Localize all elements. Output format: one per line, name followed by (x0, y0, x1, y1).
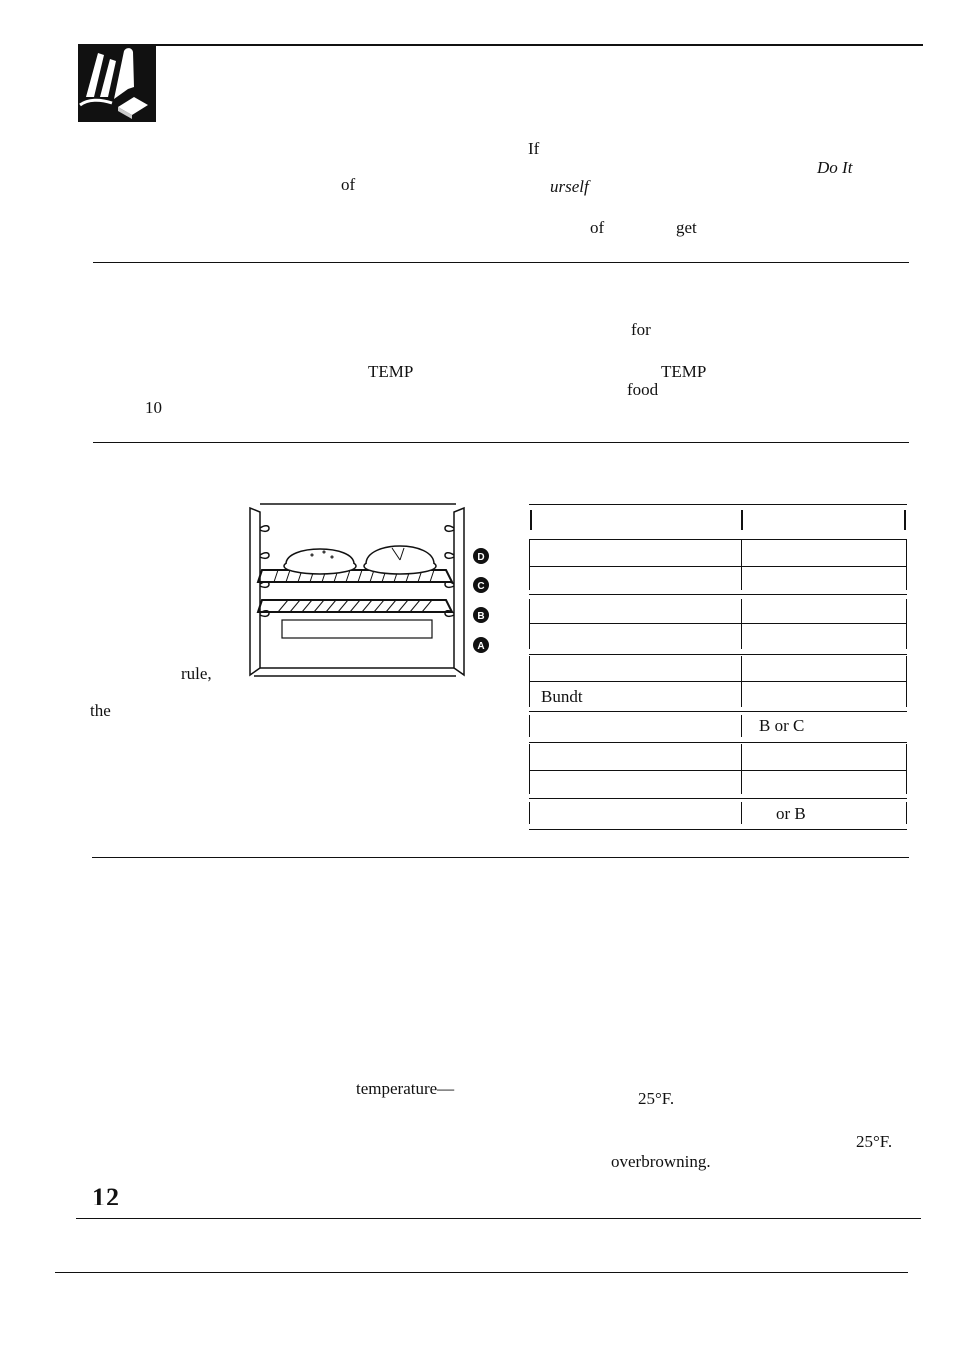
text-fragment-25f-1: 25°F. (638, 1089, 675, 1108)
text-fragment-overbrowning: overbrowning. (611, 1152, 711, 1171)
text-fragment-25f-2: 25°F. (856, 1132, 893, 1151)
rack-label-c: C (477, 581, 484, 592)
text-fragment-urself: urself (550, 177, 589, 196)
text-fragment-the: the (90, 701, 111, 720)
section-divider-2 (93, 442, 909, 443)
table-cell-bundt: Bundt (541, 687, 583, 706)
text-fragment-for: for (631, 320, 651, 339)
footer-rule-2 (55, 1272, 908, 1273)
text-fragment-10: 10 (145, 398, 162, 417)
text-fragment-of: of (341, 175, 356, 194)
table-cell-b-or-c: B or C (759, 716, 805, 735)
text-fragment-do-it: Do It (817, 158, 853, 177)
section-divider-1 (93, 262, 909, 263)
touch-hand-logo-icon (78, 45, 156, 122)
top-rule (78, 44, 923, 46)
section-divider-3 (92, 857, 909, 858)
text-fragment-of-2: of (590, 218, 605, 237)
footer-rule-1 (76, 1218, 921, 1219)
oven-rack-diagram: D C B A (242, 500, 496, 690)
text-fragment-if: If (528, 139, 540, 158)
text-fragment-temperature: temperature— (356, 1079, 455, 1098)
rack-label-b: B (477, 611, 484, 622)
rack-label-d: D (477, 552, 484, 563)
rack-label-a: A (477, 641, 484, 652)
table-cell-or-b: or B (776, 804, 806, 823)
page-number: 12 (92, 1188, 120, 1205)
text-fragment-temp-1: TEMP (368, 362, 414, 381)
text-fragment-get: get (676, 218, 697, 237)
text-fragment-food: food (627, 380, 659, 399)
text-fragment-temp-2: TEMP (661, 362, 707, 381)
text-fragment-rule: rule, (181, 664, 212, 683)
